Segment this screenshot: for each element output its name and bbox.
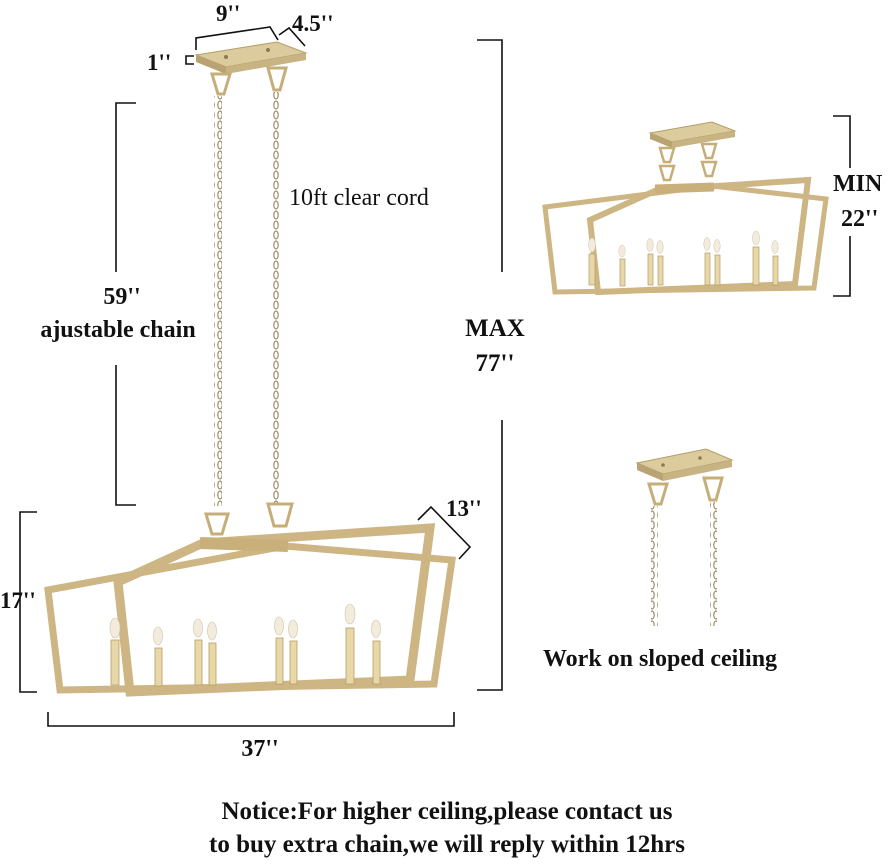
canopy-width-label: 9'' xyxy=(216,1,241,26)
cage-frame xyxy=(44,523,456,697)
canopy-height-label: 1'' xyxy=(147,50,172,75)
notice-line-1: Notice:For higher ceiling,please contact… xyxy=(221,798,673,825)
canopy-depth-label: 4.5'' xyxy=(292,11,334,36)
chain-right xyxy=(273,92,281,504)
min-label: MIN xyxy=(833,171,883,197)
notice-line-2: to buy extra chain,we will reply within … xyxy=(209,831,685,858)
min-value-label: 22'' xyxy=(841,206,879,232)
max-label: MAX xyxy=(465,315,525,342)
frame-height-label: 17'' xyxy=(0,588,36,613)
candles xyxy=(109,603,381,687)
max-value-label: 77'' xyxy=(475,350,515,377)
main-chandelier xyxy=(44,41,456,697)
frame-width-label: 37'' xyxy=(241,736,279,762)
chain-left xyxy=(214,96,222,506)
frame-depth-label: 13'' xyxy=(446,496,482,521)
canopy xyxy=(194,41,308,96)
sloped-ceiling-caption: Work on sloped ceiling xyxy=(543,646,778,672)
dimension-lines xyxy=(19,26,851,727)
min-height-chandelier xyxy=(542,121,829,296)
cord-label: 10ft clear cord xyxy=(289,185,429,211)
sloped-ceiling-canopy xyxy=(635,448,734,626)
chain-length-label: 59'' xyxy=(103,284,141,310)
chain-description-label: ajustable chain xyxy=(40,317,196,343)
